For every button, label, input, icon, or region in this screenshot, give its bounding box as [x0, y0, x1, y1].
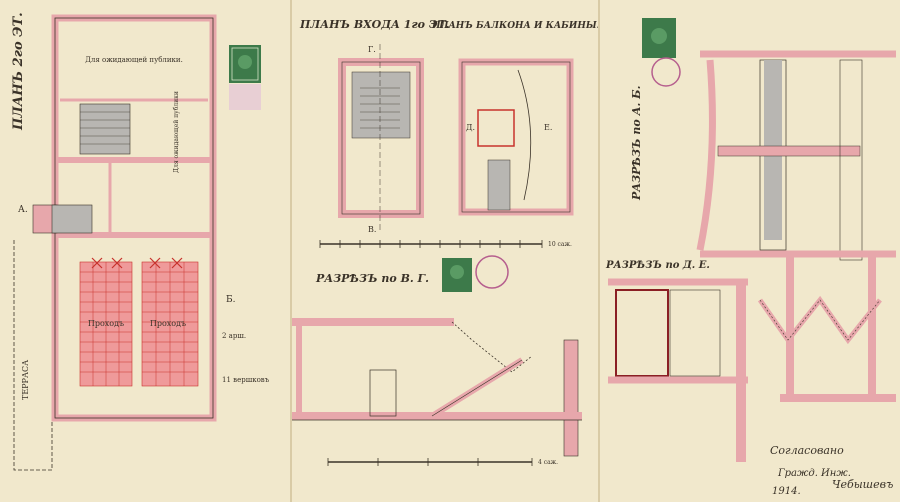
section-mark-g: Г.	[368, 45, 376, 54]
signature-name: Чебышевъ	[832, 478, 893, 491]
balcony-plan	[458, 58, 574, 216]
red-correction-marks	[91, 257, 183, 269]
revenue-stamp	[229, 45, 261, 110]
section-mark-a: А.	[18, 205, 28, 215]
waiting-room-side-label: Для ожидающей публики	[173, 91, 180, 173]
section-mark-b: Б.	[226, 295, 236, 305]
revenue-stamp-right	[642, 18, 681, 87]
section-de	[608, 278, 748, 462]
bottom-scale-bar	[327, 458, 533, 466]
terrace-label: ТЕРРАСА	[21, 360, 30, 400]
second-floor-plan: ПЛАНЪ 2го ЭТ. Для ожидающей публики. Для…	[11, 12, 270, 471]
entry-and-section-panel: ПЛАНЪ ВХОДА 1го ЭТ. ПЛАНЪ БАЛКОНА И КАБИ…	[292, 18, 598, 466]
seating-left	[79, 261, 133, 387]
fold-line-2	[598, 0, 600, 502]
signature-line-2: Гражд. Инж.	[777, 468, 851, 479]
section-ab	[696, 50, 896, 402]
top-scale-unit: 10 саж.	[548, 241, 572, 248]
section-ab-title: РАЗРѢЗЪ по А. Б.	[630, 85, 643, 201]
section-de-title: РАЗРѢЗЪ по Д. Е.	[605, 260, 710, 271]
section-mark-v: В.	[368, 225, 376, 234]
revenue-stamp-middle	[442, 255, 509, 292]
signature-line-1: Согласовано	[770, 444, 844, 457]
seating-right	[141, 261, 199, 387]
aisle-label-right: Проходъ	[150, 319, 186, 328]
top-scale-bar	[319, 240, 543, 248]
dimension-note-1: 2 арш.	[222, 332, 246, 340]
section-mark-e: Е.	[544, 123, 552, 132]
bottom-scale-unit: 4 саж.	[538, 459, 558, 466]
dimension-note-2: 11 вершковъ	[222, 376, 270, 384]
section-mark-d: Д.	[466, 123, 475, 132]
terrace-outline	[13, 240, 53, 471]
section-vg	[292, 318, 582, 457]
aisle-label-left: Проходъ	[88, 319, 124, 328]
section-vg-title: РАЗРѢЗЪ по В. Г.	[315, 272, 429, 285]
staircase	[79, 103, 131, 155]
entry-plan-title: ПЛАНЪ ВХОДА 1го ЭТ.	[299, 18, 450, 31]
sections-panel: РАЗРѢЗЪ по А. Б. РАЗРѢЗЪ по Д. Е.	[605, 18, 896, 497]
balcony-plan-title: ПЛАНЪ БАЛКОНА И КАБИНЫ.	[431, 21, 598, 31]
signature-year: 1914.	[772, 486, 801, 497]
plan-title: ПЛАНЪ 2го ЭТ.	[11, 12, 26, 131]
entry-plan	[338, 44, 424, 232]
fold-line-1	[290, 0, 292, 502]
waiting-room-label: Для ожидающей публики.	[85, 56, 183, 64]
